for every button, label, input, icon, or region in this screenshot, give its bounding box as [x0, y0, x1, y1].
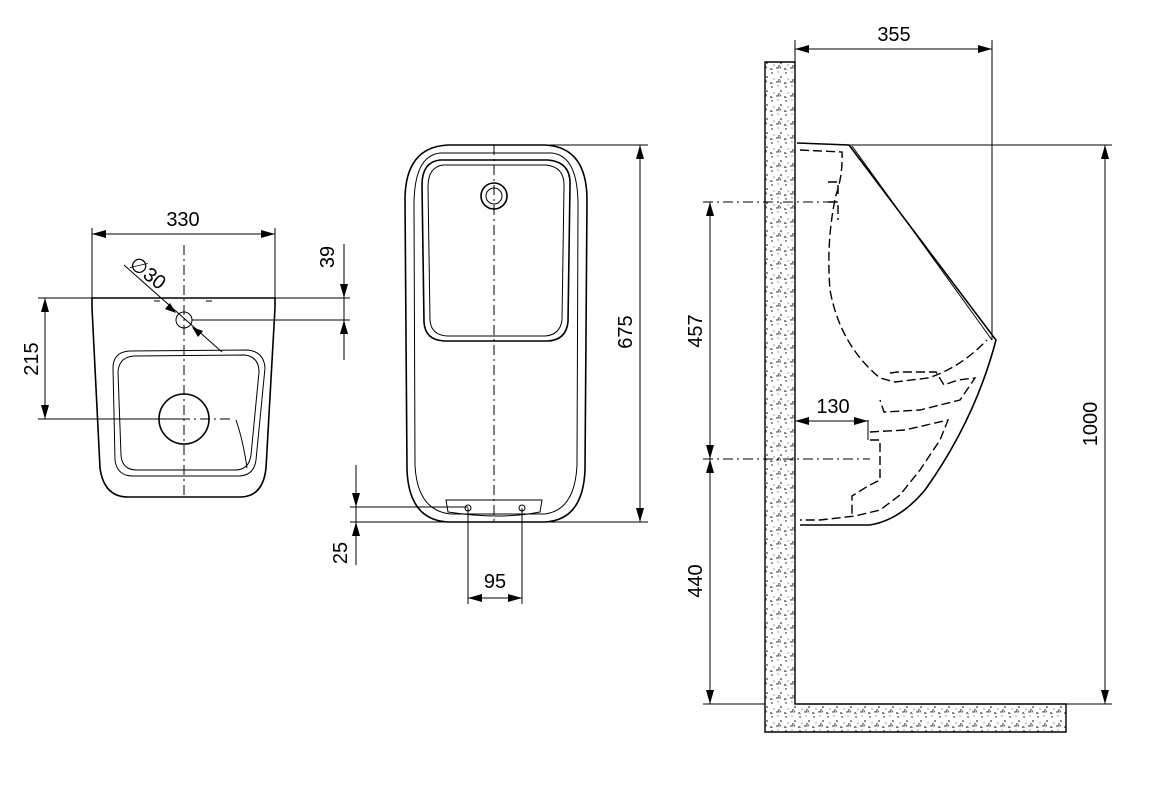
front-view-bowl-inner [427, 164, 565, 337]
dim-label-hole: ∅30 [125, 253, 170, 295]
dim-label-39: 39 [317, 246, 339, 268]
urinal-siphon-upper [879, 371, 977, 413]
front-view-inner-outline [413, 152, 579, 515]
urinal-flange-line [851, 145, 993, 341]
dim-label-440: 440 [685, 564, 707, 597]
dim-label-675: 675 [615, 315, 637, 348]
top-view-bowl-inner [117, 354, 260, 471]
dim-label-215: 215 [21, 342, 43, 375]
front-view-outline [404, 144, 588, 523]
dim-label-95: 95 [484, 571, 506, 593]
dim-label-330: 330 [166, 209, 199, 231]
dim-label-355: 355 [877, 24, 910, 46]
dim-label-457: 457 [685, 314, 707, 347]
top-view-bowl-curve [235, 419, 248, 469]
front-view: 675 25 95 [330, 144, 648, 604]
dim-label-130: 130 [816, 396, 849, 418]
urinal-profile [796, 142, 997, 526]
front-view-bowl [421, 159, 571, 342]
top-view-outline [91, 297, 276, 498]
top-view-bowl [112, 349, 266, 477]
urinal-siphon-lower [800, 419, 950, 521]
dim-label-1000: 1000 [1080, 402, 1102, 447]
mount-slot [445, 499, 543, 517]
urinal-inner-wall [799, 149, 988, 383]
urinal-trap [851, 439, 881, 516]
side-view: 355 1000 457 440 130 [685, 24, 1112, 733]
top-view: 330 ∅30 215 39 [21, 209, 350, 498]
wall-and-floor [764, 61, 1067, 733]
dim-label-25: 25 [330, 542, 352, 564]
